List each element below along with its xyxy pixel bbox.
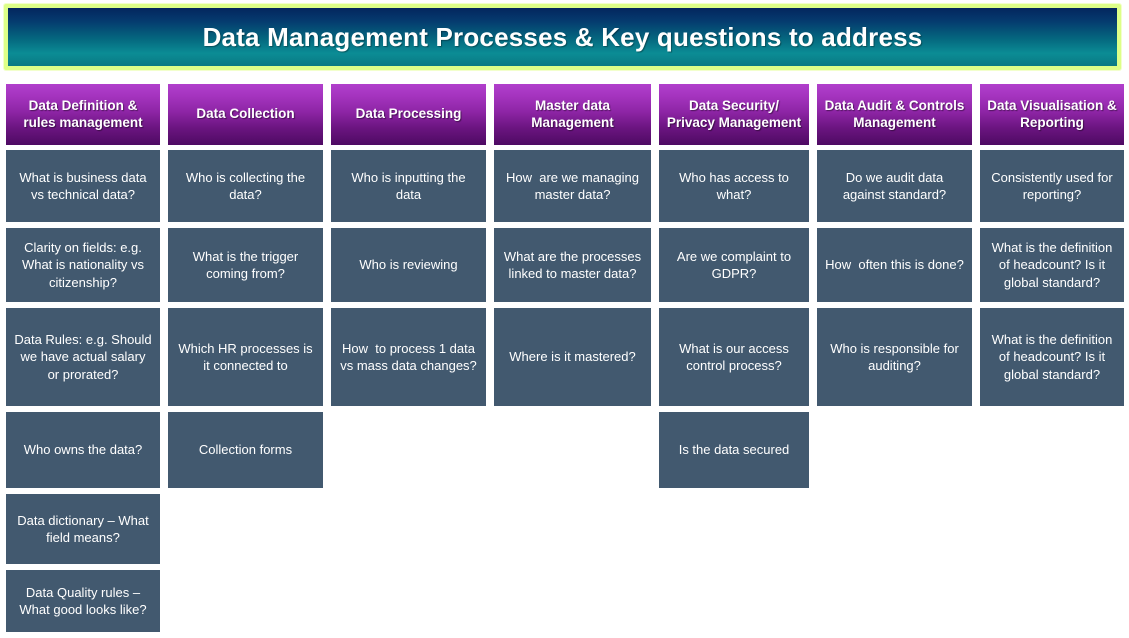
question-cell[interactable]: What is the trigger coming from? xyxy=(168,228,323,302)
question-cell[interactable]: What is business data vs technical data? xyxy=(6,150,160,222)
question-cell[interactable]: Which HR processes is it connected to xyxy=(168,308,323,406)
question-cell[interactable]: Who is inputting the data xyxy=(331,150,486,222)
column-header[interactable]: Data Visualisation & Reporting xyxy=(980,84,1124,145)
question-cell[interactable]: How often this is done? xyxy=(817,228,972,302)
title-banner: Data Management Processes & Key question… xyxy=(4,4,1121,70)
column-header[interactable]: Data Security/ Privacy Management xyxy=(659,84,809,145)
question-cell[interactable]: Data dictionary – What field means? xyxy=(6,494,160,564)
question-cell[interactable]: Do we audit data against standard? xyxy=(817,150,972,222)
column-header[interactable]: Data Definition & rules management xyxy=(6,84,160,145)
question-cell[interactable]: Is the data secured xyxy=(659,412,809,488)
column-header[interactable]: Data Collection xyxy=(168,84,323,145)
question-cell[interactable]: What is our access control process? xyxy=(659,308,809,406)
question-cell[interactable]: Are we complaint to GDPR? xyxy=(659,228,809,302)
column-header[interactable]: Data Audit & Controls Management xyxy=(817,84,972,145)
question-cell[interactable]: Where is it mastered? xyxy=(494,308,651,406)
question-cell[interactable]: Who is responsible for auditing? xyxy=(817,308,972,406)
question-cell[interactable]: Data Quality rules – What good looks lik… xyxy=(6,570,160,632)
question-cell[interactable]: How are we managing master data? xyxy=(494,150,651,222)
question-cell[interactable]: What is the definition of headcount? Is … xyxy=(980,308,1124,406)
question-cell[interactable]: Who owns the data? xyxy=(6,412,160,488)
question-cell[interactable]: Who is reviewing xyxy=(331,228,486,302)
question-cell[interactable]: Consistently used for reporting? xyxy=(980,150,1124,222)
question-cell[interactable]: Who is collecting the data? xyxy=(168,150,323,222)
question-cell[interactable]: What is the definition of headcount? Is … xyxy=(980,228,1124,302)
question-cell[interactable]: Who has access to what? xyxy=(659,150,809,222)
question-cell[interactable]: How to process 1 data vs mass data chang… xyxy=(331,308,486,406)
page-title: Data Management Processes & Key question… xyxy=(202,21,923,52)
question-cell[interactable]: Collection forms xyxy=(168,412,323,488)
question-cell[interactable]: What are the processes linked to master … xyxy=(494,228,651,302)
column-header[interactable]: Data Processing xyxy=(331,84,486,145)
column-header[interactable]: Master data Management xyxy=(494,84,651,145)
question-cell[interactable]: Clarity on fields: e.g. What is national… xyxy=(6,228,160,302)
question-cell[interactable]: Data Rules: e.g. Should we have actual s… xyxy=(6,308,160,406)
